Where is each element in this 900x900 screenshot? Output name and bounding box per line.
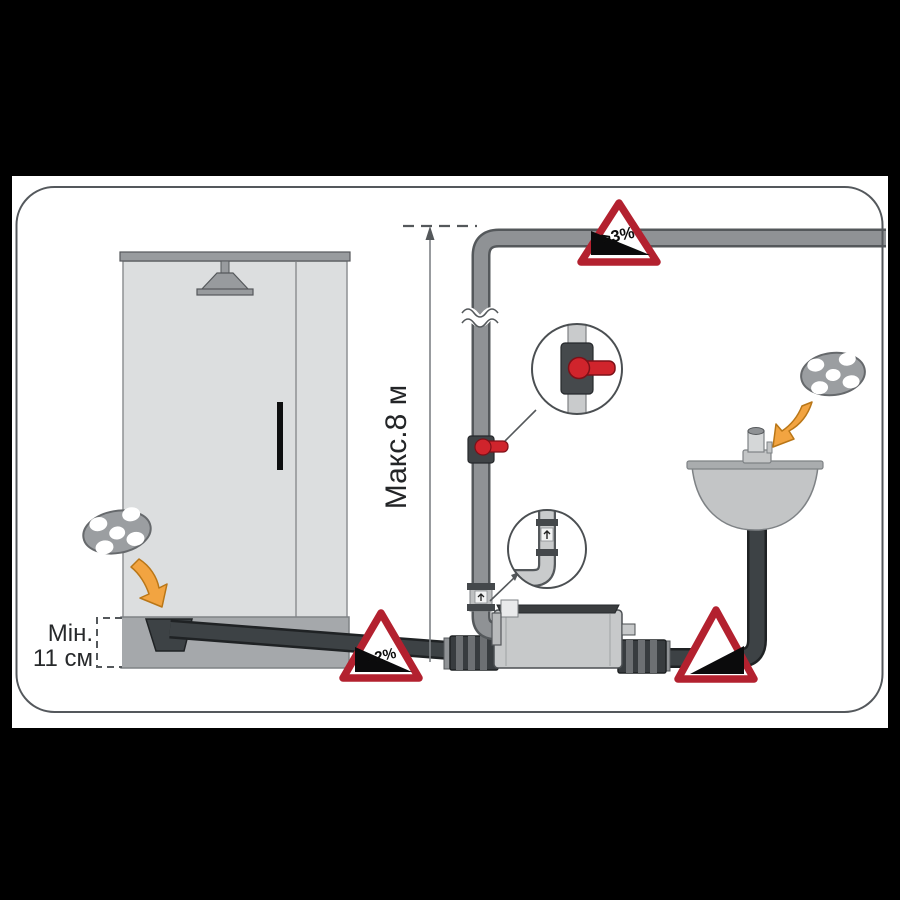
basin-drain-fitting [742, 427, 773, 464]
coupling-rib [468, 636, 475, 670]
warning-triangle-top: >3% [577, 199, 661, 266]
pump-lid [496, 604, 620, 614]
coupling-rib [480, 636, 487, 670]
pipe-fill [474, 231, 886, 586]
slope-wedge [690, 646, 744, 674]
pipe-break-gap [457, 307, 503, 327]
flow-arrow-icon [543, 530, 551, 539]
callout-circle [507, 509, 587, 589]
check-valve-callout [489, 509, 587, 602]
check-valve-fitting [467, 583, 495, 612]
membrane-disc-icon [82, 507, 152, 555]
coupling-rib [650, 640, 657, 673]
max-height-label: Макс.8 м [380, 385, 413, 509]
basin-bowl [691, 465, 819, 531]
dimension-arrow-icon [425, 226, 435, 240]
cabin-body [122, 260, 348, 619]
ball-valve-callout [504, 323, 623, 442]
min-height-label-line1: Мін. [48, 620, 93, 647]
callout-circle [531, 323, 623, 415]
drain-pipe-fill [169, 622, 457, 658]
shower-drain-pipe [144, 618, 457, 661]
min-height-bracket [96, 617, 122, 668]
valve-knob [567, 356, 591, 380]
max-height-dimension: Макс.8 м [380, 224, 477, 662]
slope-label-shower: >2% [364, 645, 397, 668]
discharge-pipe [457, 228, 886, 646]
warning-triangle-shower: >2% [339, 609, 423, 682]
coupling-rib [626, 640, 633, 673]
shower-cabin [119, 251, 351, 669]
pump-vent-tab [621, 623, 636, 636]
ball-valve-icon [467, 435, 509, 464]
cabin-top-bar [119, 251, 351, 262]
callout-leader [504, 409, 537, 442]
shower-head-icon [196, 260, 254, 296]
macerator-pump [443, 599, 671, 674]
coupling-rib [456, 636, 463, 670]
pipe-break-wave [461, 318, 499, 328]
orange-arrow-icon [130, 558, 168, 608]
callout-leader [489, 575, 517, 602]
valve-knob [474, 438, 492, 456]
flow-arrow-icon [477, 593, 485, 601]
pump-discharge-port [500, 599, 519, 618]
cabin-door-handle [277, 402, 283, 470]
washbasin [686, 427, 824, 531]
pipe-break-wave [461, 308, 499, 318]
slope-wedge [591, 231, 650, 255]
min-height-gap [97, 618, 122, 667]
warning-triangle-basin [674, 606, 758, 683]
orange-arrow-icon [772, 401, 813, 448]
membrane-disc-icon [800, 351, 866, 397]
elbow-flange [491, 612, 502, 646]
min-height-dimension: Мін. 11 см [33, 617, 122, 672]
min-height-label-line2: 11 см [33, 645, 93, 672]
pump-body [493, 609, 623, 669]
slope-wedge [355, 647, 412, 672]
panel-border [15, 186, 884, 713]
coupling-rib [638, 640, 645, 673]
